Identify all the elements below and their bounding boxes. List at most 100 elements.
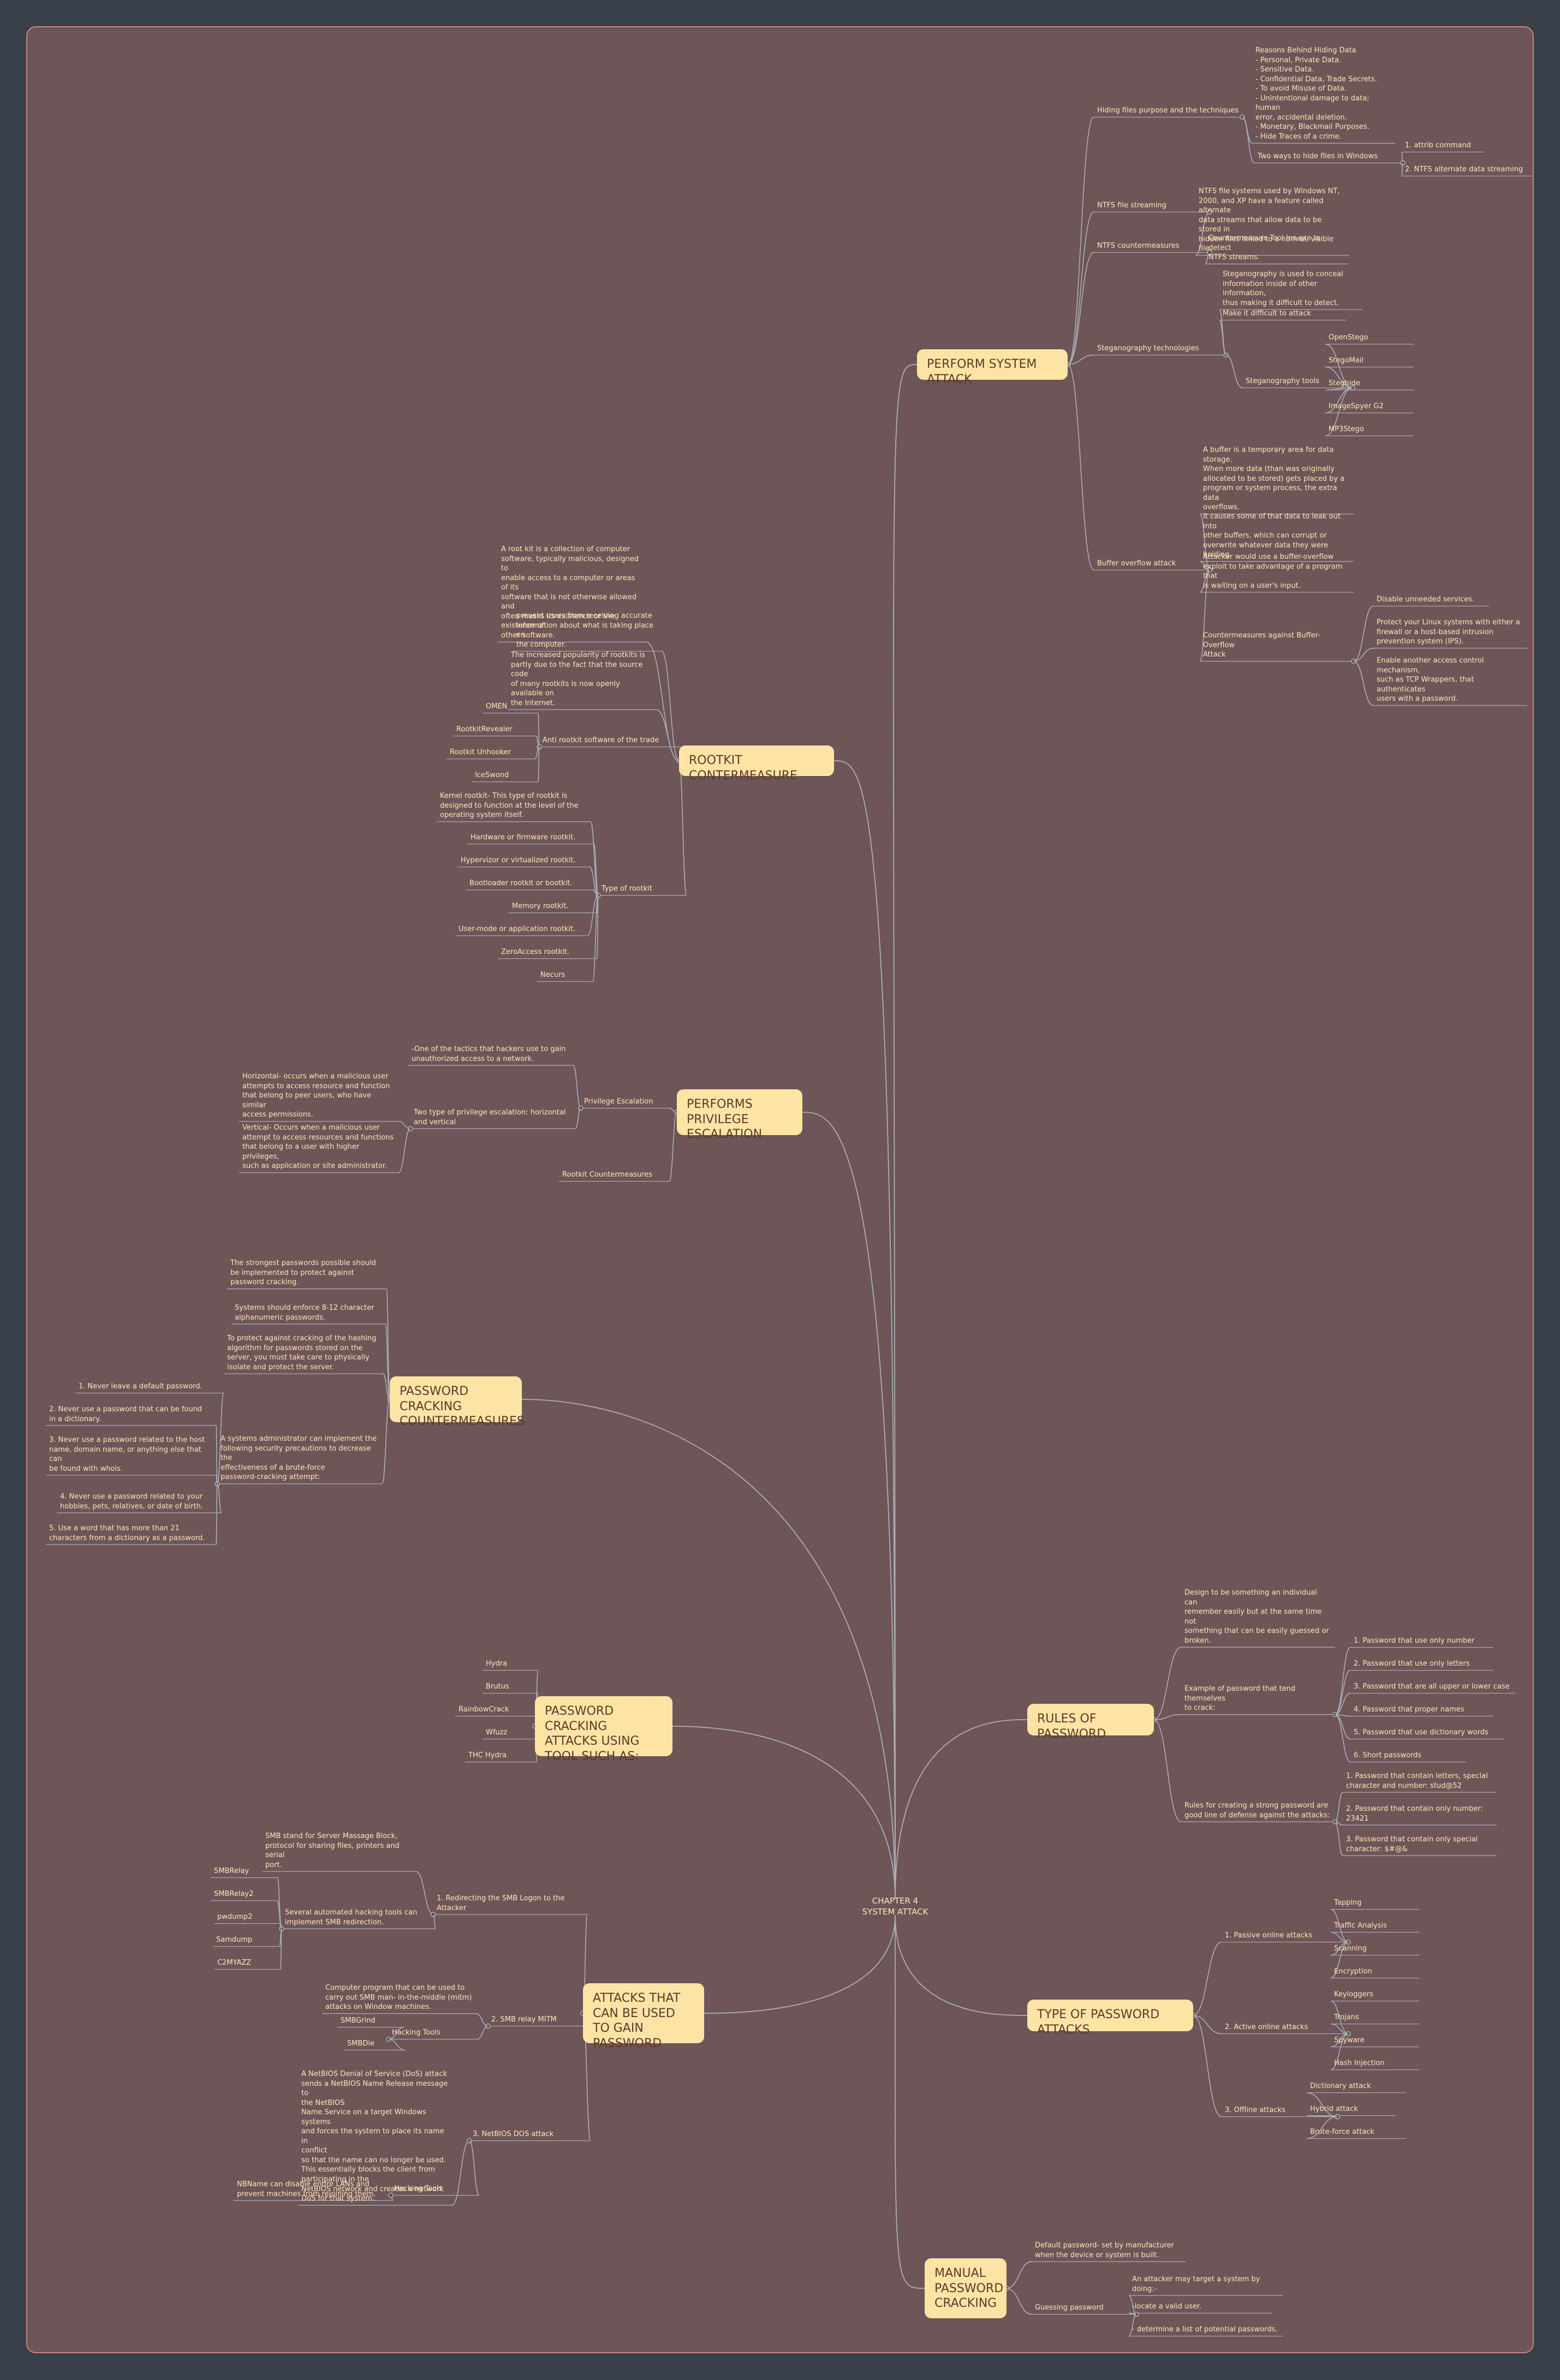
label-upper-lower[interactable]: 3. Password that are all upper or lower … [1354,1683,1510,1691]
label-stego-tools[interactable]: Steganography tools [1246,377,1320,385]
label-use-word[interactable]: 5. Use a word that has more than 21 char… [49,1524,205,1542]
label-rule3[interactable]: 3. Password that contain only special ch… [1346,1835,1478,1853]
label-pwdump2[interactable]: pwdump2 [217,1913,253,1921]
label-memory-rk[interactable]: Memory rootkit. [512,902,569,910]
label-passive[interactable]: 1. Passive online attacks [1225,1931,1313,1940]
label-smbgrind[interactable]: SMBGrind [341,2017,376,2025]
node-perform-system-attack[interactable]: PERFORM SYSTEM ATTACK [917,349,1068,386]
root-node[interactable]: CHAPTER 4 SYSTEM ATTACK [862,1896,928,1917]
label-rk-type[interactable]: Type of rootkit [602,885,652,893]
node-rules-of-password[interactable]: RULES OF PASSWORD [1027,1704,1154,1741]
label-usermode-rk[interactable]: User-mode or application rootkit. [459,925,576,933]
label-active[interactable]: 2. Active online attacks [1225,2023,1308,2031]
label-rootkitrevealer[interactable]: RootkitRevealer [456,725,513,733]
label-hybrid[interactable]: Hybrid attack [1310,2105,1358,2113]
label-stego[interactable]: Steganography technologies [1097,344,1199,353]
label-ntfs-cm-desc[interactable]: Countermeasure Tool Ins.exe to detect NT… [1208,234,1321,262]
label-never-host[interactable]: 3. Never use a password related to the h… [49,1436,205,1473]
label-buffer[interactable]: Buffer overflow attack [1097,559,1176,568]
label-determine-list[interactable]: - determine a list of potential password… [1132,2325,1278,2334]
label-vertical[interactable]: Vertical- Occurs when a malicious user a… [242,1124,394,1171]
label-stegomail[interactable]: StegoMail [1329,356,1363,365]
node-type-of-password-attacks[interactable]: TYPE OF PASSWORD ATTACKS [1027,2000,1193,2037]
node-manual-password-cracking[interactable]: MANUAL PASSWORD CRACKING [925,2258,1007,2318]
label-bruteforce[interactable]: Brute-force attack [1310,2128,1374,2136]
label-rk-anti[interactable]: Anti rootkit software of the trade [543,736,659,744]
label-tapping[interactable]: Tapping [1334,1899,1362,1907]
label-rule2[interactable]: 2. Password that contain only number: 23… [1346,1805,1483,1823]
label-guessing[interactable]: Guessing password [1035,2304,1104,2312]
label-buffer-exploit[interactable]: Attacker would use a buffer-overflow exp… [1203,553,1343,590]
label-enforce[interactable]: Systems should enforce 8-12 character al… [235,1304,374,1322]
label-buffer-cm[interactable]: Countermeasures against Buffer- Overflow… [1203,631,1320,659]
label-never-dict[interactable]: 2. Never use a password that can be foun… [49,1405,203,1423]
label-only-number[interactable]: 1. Password that use only number [1354,1637,1475,1645]
label-sysadmin[interactable]: A systems administrator can implement th… [221,1435,377,1482]
label-design[interactable]: Design to be something an individual can… [1184,1589,1329,1645]
label-iceswond[interactable]: IceSwond [475,771,509,779]
label-rainbowcrack[interactable]: RainbowCrack [459,1705,509,1714]
label-smb-mitm[interactable]: 2. SMB relay MITM [491,2015,557,2024]
label-example[interactable]: Example of password that tend themselves… [1184,1685,1296,1713]
label-zeroaccess-rk[interactable]: ZeroAccess rootkit. [501,948,569,956]
label-attacker-may[interactable]: An attacker may target a system by doing… [1132,2275,1260,2293]
label-ntfs-desc[interactable]: NTFS file systems used by Windows NT, 20… [1199,187,1340,253]
label-hiding-reasons[interactable]: Reasons Behind Hiding Data - Personal, P… [1255,46,1377,141]
label-two-types[interactable]: Two type of privilege escalation: horizo… [414,1108,566,1126]
label-hypervizor-rk[interactable]: Hypervizor or virtualized rootkit. [461,856,576,864]
label-smbrelay2[interactable]: SMBRelay2 [214,1890,254,1898]
label-mp3stego[interactable]: MP3Stego [1329,425,1364,433]
label-rk-popularity[interactable]: The increased popularity of rootkits is … [511,651,645,707]
label-nbname[interactable]: NBName can disable entire LANs and preve… [237,2180,376,2198]
label-disable-services[interactable]: Disable unneeded services. [1377,595,1475,604]
label-bootloader-rk[interactable]: Bootloader rootkit or bootkit. [469,879,573,887]
label-stego-desc[interactable]: Steganography is used to conceal informa… [1223,270,1343,307]
label-never-hobbies[interactable]: 4. Never use a password related to your … [60,1493,204,1511]
node-privilege-escalation[interactable]: PERFORMS PRIVILEGE ESCALATION [677,1089,802,1141]
label-omen[interactable]: OMEN [486,702,508,711]
label-never-default[interactable]: 1. Never leave a default password. [79,1382,203,1391]
label-hydra[interactable]: Hydra [486,1660,508,1668]
label-dictionary-words[interactable]: 5. Password that use dictionary words [1354,1728,1488,1737]
node-attacks-gain-password[interactable]: ATTACKS THAT CAN BE USED TO GAIN PASSWOR… [583,1983,704,2050]
label-stego-difficult[interactable]: Make it difficult to attack [1223,309,1311,318]
label-smbrelay[interactable]: SMBRelay [214,1867,249,1875]
label-protect-hashing[interactable]: To protect against cracking of the hashi… [227,1334,377,1371]
label-buffer-leak[interactable]: It causes some of that data to leak out … [1203,512,1341,559]
label-imagespyer[interactable]: ImageSpyer G2 [1329,402,1384,410]
label-only-letters[interactable]: 2. Password that use only letters [1354,1660,1470,1668]
label-priv-esc[interactable]: Privilege Escalation [584,1097,653,1106]
label-encryption[interactable]: Encryption [1334,1967,1372,1976]
label-enable-access[interactable]: Enable another access control mechanism,… [1377,657,1484,703]
label-traffic[interactable]: Traffic Analysis [1334,1922,1387,1930]
label-c2myazz[interactable]: C2MYAZZ [217,1959,252,1967]
label-rk-prevent[interactable]: prevent users from receiving accurate in… [516,612,654,649]
label-keyloggers[interactable]: Keyloggers [1334,1990,1373,1999]
label-smb-def[interactable]: SMB stand for Server Massage Block, prot… [265,1832,400,1869]
label-rules-strong[interactable]: Rules for creating a strong password are… [1184,1802,1330,1820]
label-smb-tools[interactable]: Several automated hacking tools can impl… [285,1908,418,1926]
label-offline[interactable]: 3. Offline attacks [1225,2106,1285,2114]
label-hash-injection[interactable]: Hash Injection [1334,2059,1385,2067]
label-netbios-desc[interactable]: A NetBIOS Denial of Service (DoS) attack… [301,2070,448,2203]
label-ntfs-ads[interactable]: 2. NTFS alternate data streaming [1405,165,1523,174]
label-default-pw[interactable]: Default password- set by manufacturer wh… [1035,2241,1174,2259]
label-rootkitunhooker[interactable]: Rootkit Unhooker [450,748,511,756]
label-horizontal[interactable]: Horizontal- occurs when a malicious user… [242,1072,390,1119]
label-hardware-rk[interactable]: Hardware or firmware rootkit. [471,833,576,842]
label-trojans[interactable]: Trojans [1334,2013,1359,2021]
label-ntfs-streaming[interactable]: NTFS file streaming [1097,201,1166,210]
label-hacking-tools2[interactable]: Hacking Tools [394,2185,443,2193]
label-priv-desc[interactable]: -One of the tactics that hackers use to … [412,1045,566,1063]
label-rule1[interactable]: 1. Password that contain letters, specia… [1346,1772,1488,1790]
label-smbdie[interactable]: SMBDie [347,2039,375,2048]
label-short[interactable]: 6. Short passwords [1354,1751,1422,1759]
label-netbios[interactable]: 3. NetBIOS DOS attack [473,2130,554,2138]
label-samdump[interactable]: Samdump [216,1936,253,1944]
label-brutus[interactable]: Brutus [486,1683,509,1691]
label-two-ways[interactable]: Two ways to hide files in Windows [1258,152,1378,160]
node-password-cracking-tools[interactable]: PASSWORD CRACKING ATTACKS USING TOOL SUC… [535,1696,672,1763]
label-strongest[interactable]: The strongest passwords possible should … [230,1259,376,1287]
label-rk-countermeasures[interactable]: Rootkit Countermeasures [562,1171,653,1179]
label-rk-def[interactable]: A root kit is a collection of computer s… [501,545,639,640]
